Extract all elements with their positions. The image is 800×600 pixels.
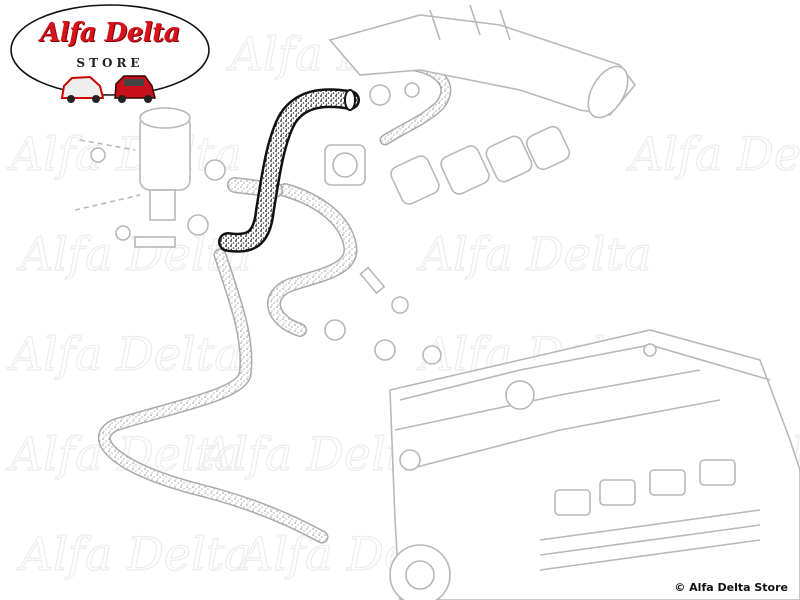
- gray-parts: [74, 4, 800, 600]
- logo-badge: [10, 4, 210, 103]
- logo-car-red: [114, 75, 156, 103]
- watermark-text: Alfa Delta: [626, 127, 800, 181]
- watermarks: Alfa Delta Alfa Delta Alfa Delta Alfa De…: [5, 26, 800, 581]
- logo-subtitle: STORE: [76, 56, 144, 70]
- copyright-notice: © Alfa Delta Store: [674, 581, 788, 594]
- watermark-text: Alfa Delta: [16, 227, 252, 281]
- watermark-text: Alfa Delta: [6, 127, 242, 181]
- watermark-text: Alfa Delta: [416, 227, 652, 281]
- watermark-text: Alfa Delta: [16, 527, 252, 581]
- logo-car-white: [60, 75, 105, 103]
- logo-title: Alfa Delta: [40, 18, 180, 48]
- highlighted-hose: [218, 88, 360, 253]
- watermark-text: Alfa Delta: [6, 327, 242, 381]
